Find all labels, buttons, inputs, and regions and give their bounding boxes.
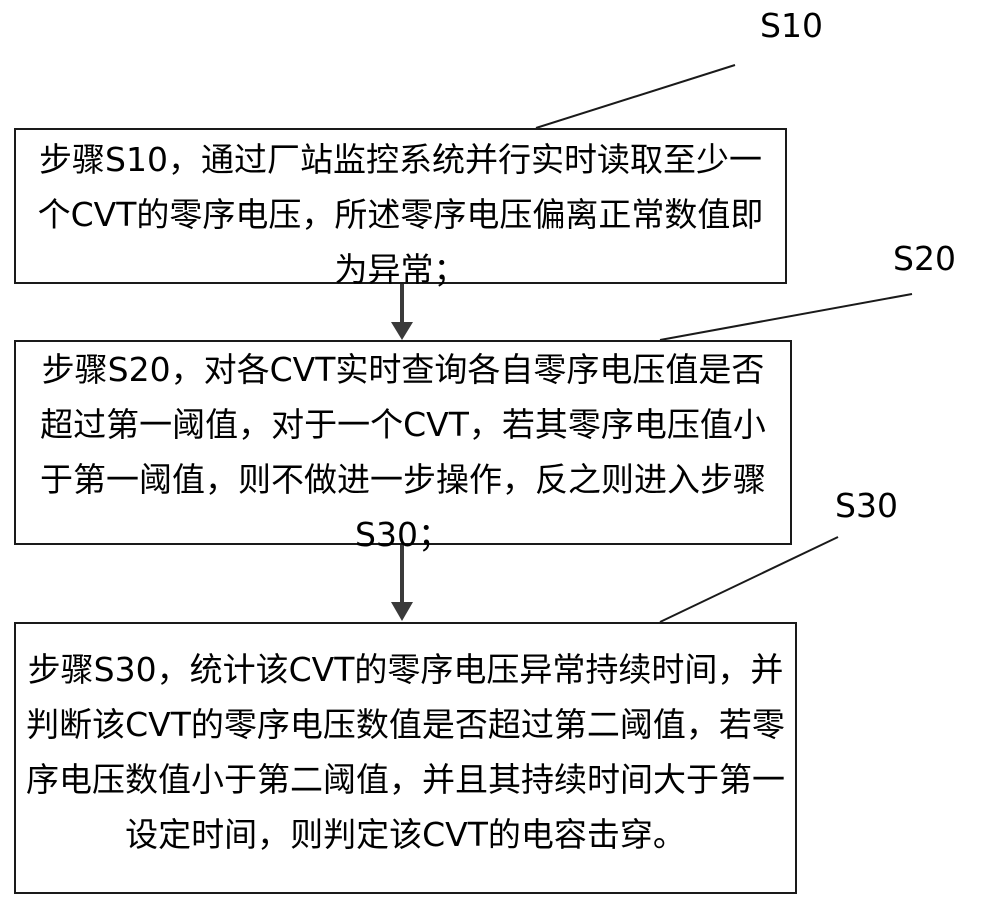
step-label-s10: S10 <box>760 6 823 45</box>
leader-line-s10 <box>535 64 736 129</box>
step-label-s30: S30 <box>835 486 898 525</box>
arrow-s20-to-s30-head <box>391 602 413 621</box>
step-box-s30: 步骤S30，统计该CVT的零序电压异常持续时间，并判断该CVT的零序电压数值是否… <box>14 622 797 894</box>
leader-line-s20 <box>659 293 913 341</box>
step-text-s10: 步骤S10，通过厂站监控系统并行实时读取至少一个CVT的零序电压，所述零序电压偏… <box>37 140 764 289</box>
step-label-s20: S20 <box>893 239 956 278</box>
arrow-s10-to-s20-head <box>391 322 413 340</box>
step-box-s20: 步骤S20，对各CVT实时查询各自零序电压值是否超过第一阈值，对于一个CVT，若… <box>14 340 792 554</box>
step-box-s10: 步骤S10，通过厂站监控系统并行实时读取至少一个CVT的零序电压，所述零序电压偏… <box>14 128 787 289</box>
leader-line-s30 <box>659 536 839 623</box>
step-text-s20: 步骤S20，对各CVT实时查询各自零序电压值是否超过第一阈值，对于一个CVT，若… <box>40 350 766 554</box>
step-text-s30: 步骤S30，统计该CVT的零序电压异常持续时间，并判断该CVT的零序电压数值是否… <box>26 650 785 854</box>
